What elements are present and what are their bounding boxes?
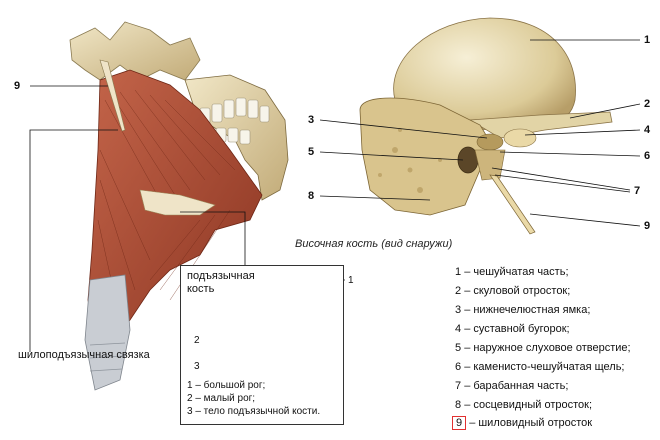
skull-base-bone [69, 21, 201, 81]
legend-row-9: 9 – шиловидный отросток [452, 416, 592, 430]
tb-label-9-right: 9 [644, 220, 651, 232]
hyoid-inset-box: подъязычная кость 1 – большой рог; 2 – м… [180, 265, 344, 425]
tb-label-5: 5 [308, 146, 315, 158]
larynx-cartilage [84, 274, 131, 391]
tb-label-3: 3 [308, 114, 315, 126]
tb-label-7: 7 [634, 185, 641, 197]
highlight-box-9: 9 [452, 416, 467, 430]
neck-muscles-illustration [29, 21, 289, 391]
ligament-label: шилоподъязычная связка [18, 349, 150, 361]
legend-row-3: 3 – нижнечелюстная ямка; [455, 304, 591, 316]
tb-label-2: 2 [644, 98, 651, 110]
temporal-bone-caption: Височная кость (вид снаружи) [295, 238, 453, 250]
mandibular-fossa [476, 133, 504, 151]
hyoid-region-tendon [139, 189, 216, 216]
styloid-process-left [99, 59, 126, 132]
hyoid-title-line2: кость [187, 283, 215, 295]
mastoid-body [359, 97, 496, 216]
label-9-left: 9 [14, 80, 21, 92]
pointer-line-hyoid-inset [180, 211, 246, 265]
tympanic-part [474, 149, 506, 181]
styloid-process-temporal [489, 174, 536, 235]
tb-label-6: 6 [644, 150, 651, 162]
legend-row-5: 5 – наружное слуховое отверстие; [455, 342, 631, 354]
hyoid-legend-2: 2 – малый рог; [187, 393, 256, 404]
hyoid-legend-1: 1 – большой рог; [187, 380, 266, 391]
legend-row-6: 6 – каменисто-чешуйчатая щель; [455, 361, 625, 373]
tb-label-1: 1 [644, 34, 651, 46]
legend-row-1: 1 – чешуйчатая часть; [455, 266, 569, 278]
legend-row-8: 8 – сосцевидный отросток; [455, 399, 593, 411]
hyoid-legend-3: 3 – тело подъязычной кости. [187, 406, 321, 417]
legend-row-7: 7 – барабанная часть; [455, 380, 569, 392]
hyoid-pointer-2: 2 [194, 335, 200, 346]
temporal-bone-illustration [319, 17, 641, 235]
trachea-rings [89, 342, 126, 372]
legend-row-4: 4 – суставной бугорок; [455, 323, 570, 335]
hyoid-pointer-3: 3 [194, 361, 200, 372]
tb-label-4: 4 [644, 124, 651, 136]
tb-label-8: 8 [308, 190, 315, 202]
hyoid-title-line1: подъязычная [187, 270, 255, 282]
legend-row-2: 2 – скуловой отросток; [455, 285, 571, 297]
pointer-line-ligament [29, 129, 118, 352]
articular-tubercle [503, 128, 537, 148]
hyoid-pointer-1: 1 [348, 275, 354, 286]
